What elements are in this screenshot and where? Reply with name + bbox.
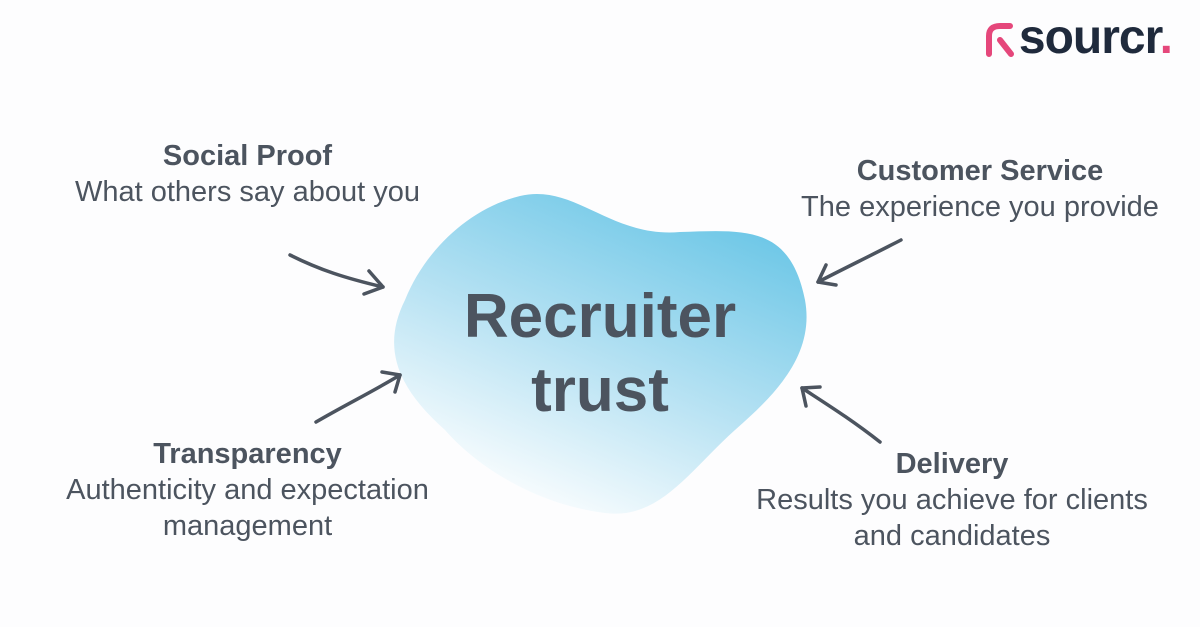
arrow-customer-service [816,238,903,287]
arrow-transparency [314,370,402,424]
logo-text: sourcr [1018,11,1161,64]
trust-blob [394,194,807,514]
sourcr-logo-mark-icon [985,23,1014,57]
sourcr-logo: sourcr. [983,11,1173,64]
arrow-delivery [800,385,882,444]
logo-wordmark: sourcr. [1018,11,1173,64]
transparency-block: Transparency Authenticity and expectatio… [20,436,475,544]
customer-service-title: Customer Service [856,155,1104,187]
delivery-description: Results you achieve for clients and cand… [756,484,1148,552]
arrow-social-proof [288,253,385,296]
social-proof-title: Social Proof [162,140,333,172]
transparency-description: Authenticity and expectation management [66,474,429,542]
delivery-title: Delivery [895,448,1009,480]
recruiter-trust-label: Recruiter trust [400,280,800,428]
transparency-title: Transparency [153,438,342,470]
center-line-1: Recruiter [463,282,737,351]
social-proof-block: Social Proof What others say about you [60,138,435,210]
customer-service-description: The experience you provide [801,191,1159,223]
social-proof-description: What others say about you [75,176,420,208]
delivery-block: Delivery Results you achieve for clients… [730,446,1174,554]
customer-service-block: Customer Service The experience you prov… [770,153,1190,225]
logo-dot: . [1159,11,1173,64]
center-line-2: trust [531,356,669,425]
